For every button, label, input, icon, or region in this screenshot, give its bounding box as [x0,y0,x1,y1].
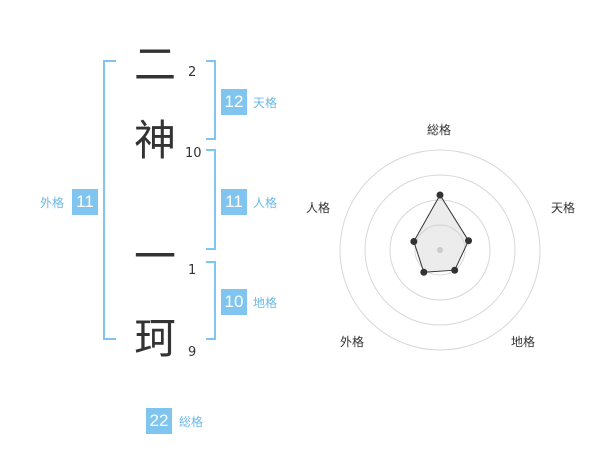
radar-label-gaikaku: 外格 [340,335,365,349]
gaikaku-bracket [103,60,116,340]
radar-point-1 [465,237,473,245]
gaikaku-value: 11 [72,189,98,215]
radar-label-chikaku: 地格 [511,335,536,349]
chikaku-bracket [206,261,216,340]
radar-ring [414,224,466,276]
chikaku-label: 地格 [253,296,278,310]
name-char-3: 一 [133,232,176,281]
radar-label-soukaku: 総格 [427,123,452,137]
radar-center [437,247,443,253]
gaikaku-label: 外格 [40,196,65,210]
soukaku-value: 22 [146,408,172,434]
radar-ring [364,174,516,326]
radar-point-2 [451,266,459,274]
jinkaku-label: 人格 [253,196,278,210]
radar-rings [339,149,541,351]
stroke-count-1: 2 [188,65,197,80]
name-char-2: 神 [133,116,176,165]
tenkaku-value: 12 [221,89,247,115]
radar-point-0 [436,191,444,199]
jinkaku-bracket [206,149,216,250]
soukaku-label: 総格 [179,415,204,429]
radar-label-jinkaku: 人格 [306,201,331,215]
jinkaku-value: 11 [221,189,247,215]
name-char-4: 珂 [133,314,176,363]
stroke-count-2: 10 [185,146,202,161]
radar-point-3 [420,268,428,276]
radar-label-tenkaku: 天格 [551,201,576,215]
radar-ring [389,199,491,301]
radar-points [410,191,473,276]
name-char-1: 二 [133,40,176,89]
radar-area [413,194,470,273]
stroke-count-3: 1 [188,263,197,278]
stroke-count-4: 9 [188,345,197,360]
tenkaku-label: 天格 [253,96,278,110]
radar-ring [339,149,541,351]
chikaku-value: 10 [221,289,247,315]
tenkaku-bracket [206,60,216,140]
radar-point-4 [410,238,418,246]
